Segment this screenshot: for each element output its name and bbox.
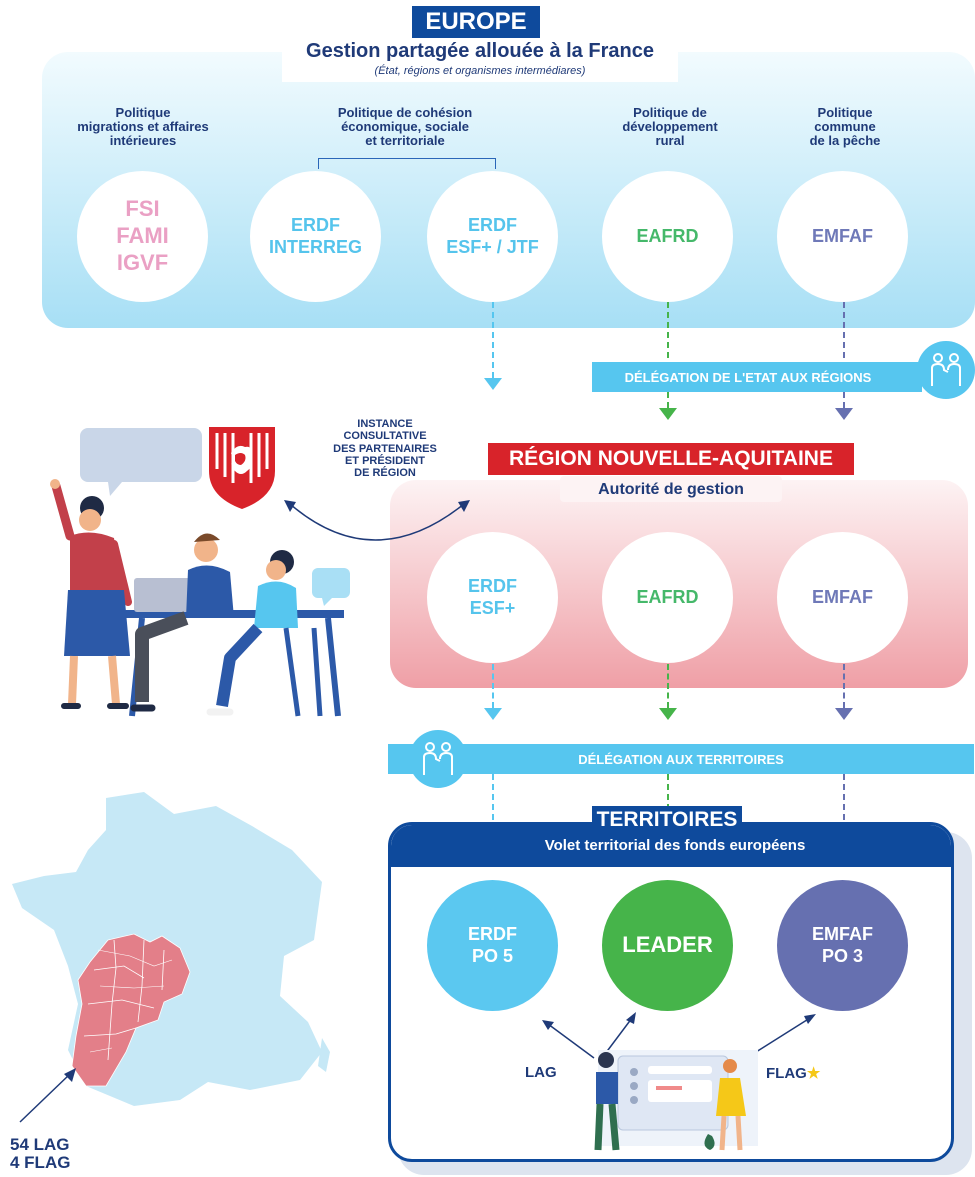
region-fund-emfaf: EMFAF [777,532,908,663]
star-icon: ★ [806,1065,821,1082]
territories-badge: TERRITOIRES [592,806,742,834]
arrow-down-icon [835,408,853,420]
arrow-down-icon [659,708,677,720]
consultation-arrow [284,500,470,541]
handshake-icon [917,341,975,399]
cohesion-bracket [318,158,496,169]
people-screen-illustration [594,1050,758,1151]
europe-subtitle: (État, régions et organismes intermédiar… [374,65,586,77]
connector-eafrd-1 [667,302,669,408]
region-badge: RÉGION NOUVELLE-AQUITAINE [488,443,854,475]
arrow-down-icon [484,378,502,390]
connector-erdf-2 [492,664,494,708]
arrow-down-icon [659,408,677,420]
france-map [12,792,330,1123]
handshake-icon [409,730,467,788]
connector-eafrd-2 [667,664,669,708]
flag-arrow [755,1014,816,1053]
region-subtitle-bg [560,476,782,502]
europe-title: Gestion partagée allouée à la France [306,40,654,62]
lag-label: LAG [525,1064,557,1081]
europe-badge: EUROPE [412,6,540,38]
connector-emfaf-2 [843,664,845,708]
fund-emfaf: EMFAF [777,171,908,302]
territory-fund-leader: LEADER [602,880,733,1011]
europe-title-bg [282,38,678,82]
delegation-state-banner: DÉLÉGATION DE L'ETAT AUX RÉGIONS [592,362,922,392]
connector-emfaf-1 [843,302,845,408]
team-meeting-illustration [50,428,350,717]
arrow-down-icon [484,708,502,720]
delegation-territories-banner: DÉLÉGATION AUX TERRITOIRES [388,744,974,774]
region-coat-of-arms-icon [209,427,275,509]
flag-label: FLAG★ [766,1065,821,1082]
region-subtitle: Autorité de gestion [598,481,744,498]
connector-erdf-1 [492,302,494,378]
fund-eafrd: EAFRD [602,171,733,302]
region-fund-eafrd: EAFRD [602,532,733,663]
territories-subtitle: Volet territorial des fonds européens [544,837,806,854]
arrow-down-icon [835,708,853,720]
